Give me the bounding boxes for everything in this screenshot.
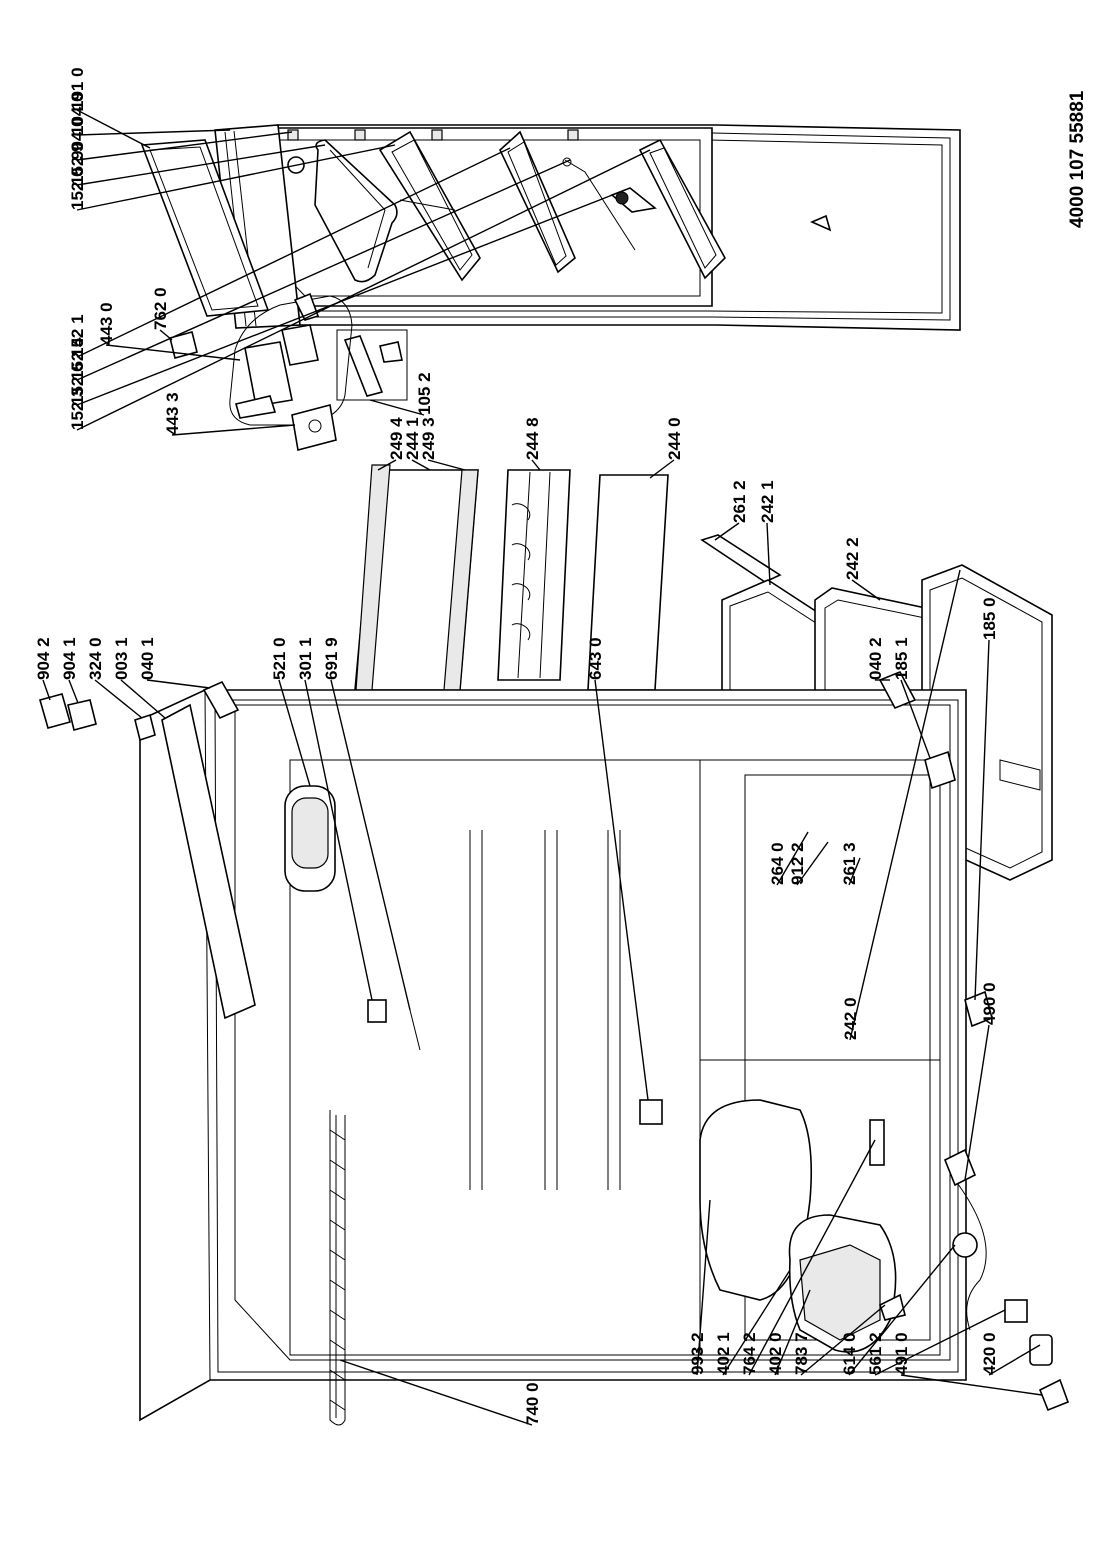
leader-line — [748, 1139, 876, 1376]
part-label-261-3: 261 3 — [840, 842, 859, 885]
part-label-521-0: 521 0 — [270, 637, 289, 680]
leader-line — [900, 679, 931, 759]
leader-line — [722, 1269, 791, 1376]
part-label-993-2: 993 2 — [688, 1332, 707, 1375]
part-label-420-0: 420 0 — [980, 1332, 999, 1375]
leader-line — [76, 144, 396, 211]
leader-line — [964, 1024, 990, 1181]
part-label-764-2: 764 2 — [740, 1332, 759, 1375]
part-label-561-2: 561 2 — [866, 1332, 885, 1375]
leader-line — [776, 831, 809, 886]
leader-line — [849, 569, 961, 1041]
leader-line — [68, 679, 79, 704]
leader-line — [120, 679, 166, 719]
part-label-402-0: 402 0 — [766, 1332, 785, 1375]
part-label-191-0: 191 0 — [68, 67, 87, 110]
part-label-691-9: 691 9 — [322, 637, 341, 680]
leader-line — [278, 679, 311, 787]
document-number: 4000 107 55881 — [1067, 90, 1088, 228]
leader-line — [696, 1199, 711, 1376]
part-label-152-1: 152 1 — [68, 314, 87, 357]
leader-line — [76, 191, 621, 406]
part-label-185-0: 185 0 — [980, 597, 999, 640]
leader-line — [171, 424, 296, 436]
part-label-040-2: 040 2 — [866, 637, 885, 680]
part-label-264-0: 264 0 — [768, 842, 787, 885]
part-label-614-0: 614 0 — [840, 1332, 859, 1375]
part-label-912-2: 912 2 — [788, 842, 807, 885]
leader-line — [76, 159, 571, 381]
part-label-740-0: 740 0 — [523, 1382, 542, 1425]
leader-line — [339, 1359, 533, 1426]
leader-line — [848, 857, 861, 886]
part-label-324-0: 324 0 — [86, 637, 105, 680]
leader-line — [377, 459, 397, 471]
leader-line — [76, 144, 326, 186]
part-label-249-3: 249 3 — [419, 417, 438, 460]
part-label-904-0: 904 0 — [68, 117, 87, 160]
part-label-242-2: 242 2 — [843, 537, 862, 580]
leader-line — [900, 1374, 1043, 1396]
leader-line — [649, 459, 675, 479]
leader-line — [851, 579, 881, 601]
leader-line — [76, 131, 293, 161]
leader-line — [531, 459, 541, 471]
part-label-244-1: 244 1 — [403, 417, 422, 460]
part-label-261-2: 261 2 — [730, 480, 749, 523]
part-label-490-0: 490 0 — [980, 982, 999, 1025]
part-label-244-8: 244 8 — [523, 417, 542, 460]
cabinet-body — [39, 670, 1070, 1426]
part-label-402-1: 402 1 — [714, 1332, 733, 1375]
part-labels: 904 2 904 1 324 0 003 1 040 1 521 0 301 1 691 9… — [34, 67, 1043, 1426]
leader-line — [988, 1344, 1041, 1376]
leader-line — [76, 109, 151, 149]
part-label-185-1: 185 1 — [892, 637, 911, 680]
leader-line — [304, 679, 373, 1001]
part-label-152-0: 152 0 — [68, 167, 87, 210]
leader-line — [848, 1244, 956, 1376]
door-assembly — [140, 124, 961, 401]
part-label-491-0: 491 0 — [892, 1332, 911, 1375]
leader-line — [774, 1289, 811, 1376]
part-label-244-0: 244 0 — [665, 417, 684, 460]
part-label-040-1: 040 1 — [138, 637, 157, 680]
leader-line — [714, 522, 740, 541]
part-label-152-4: 152 4 — [68, 337, 87, 380]
leader-line — [411, 459, 431, 471]
part-label-762-0: 762 0 — [151, 287, 170, 330]
part-label-242-0: 242 0 — [841, 997, 860, 1040]
part-label-152-6: 152 6 — [68, 362, 87, 405]
leader-line — [76, 147, 511, 358]
leader-line — [146, 679, 211, 689]
part-label-105-2: 105 2 — [415, 372, 434, 415]
part-label-643-0: 643 0 — [586, 637, 605, 680]
part-label-443-3: 443 3 — [163, 392, 182, 435]
leader-line — [974, 639, 990, 1001]
part-label-242-1: 242 1 — [758, 480, 777, 523]
leader-line — [76, 129, 231, 136]
part-label-904-1: 904 1 — [60, 637, 79, 680]
part-label-152-3: 152 3 — [68, 387, 87, 430]
leader-line — [369, 399, 425, 416]
leader-line — [594, 679, 649, 1101]
part-label-301-1: 301 1 — [296, 637, 315, 680]
leader-line — [105, 344, 241, 361]
part-label-904-2: 904 2 — [34, 637, 53, 680]
leader-line — [330, 679, 411, 1011]
leader-line — [796, 841, 829, 886]
leader-line — [800, 1304, 886, 1376]
part-label-249-4: 249 4 — [387, 417, 406, 460]
leader-line — [766, 522, 771, 586]
part-label-152-9: 152 9 — [68, 142, 87, 185]
part-label-783-7: 783 7 — [792, 1332, 811, 1375]
part-label-003-1: 003 1 — [112, 637, 131, 680]
leader-line — [42, 679, 51, 701]
part-label-443-0: 443 0 — [97, 302, 116, 345]
leader-line — [94, 679, 143, 719]
leader-line — [874, 1309, 1006, 1376]
leader-line — [427, 459, 466, 471]
part-label-104-0: 104 0 — [68, 92, 87, 135]
leader-line — [76, 149, 651, 431]
